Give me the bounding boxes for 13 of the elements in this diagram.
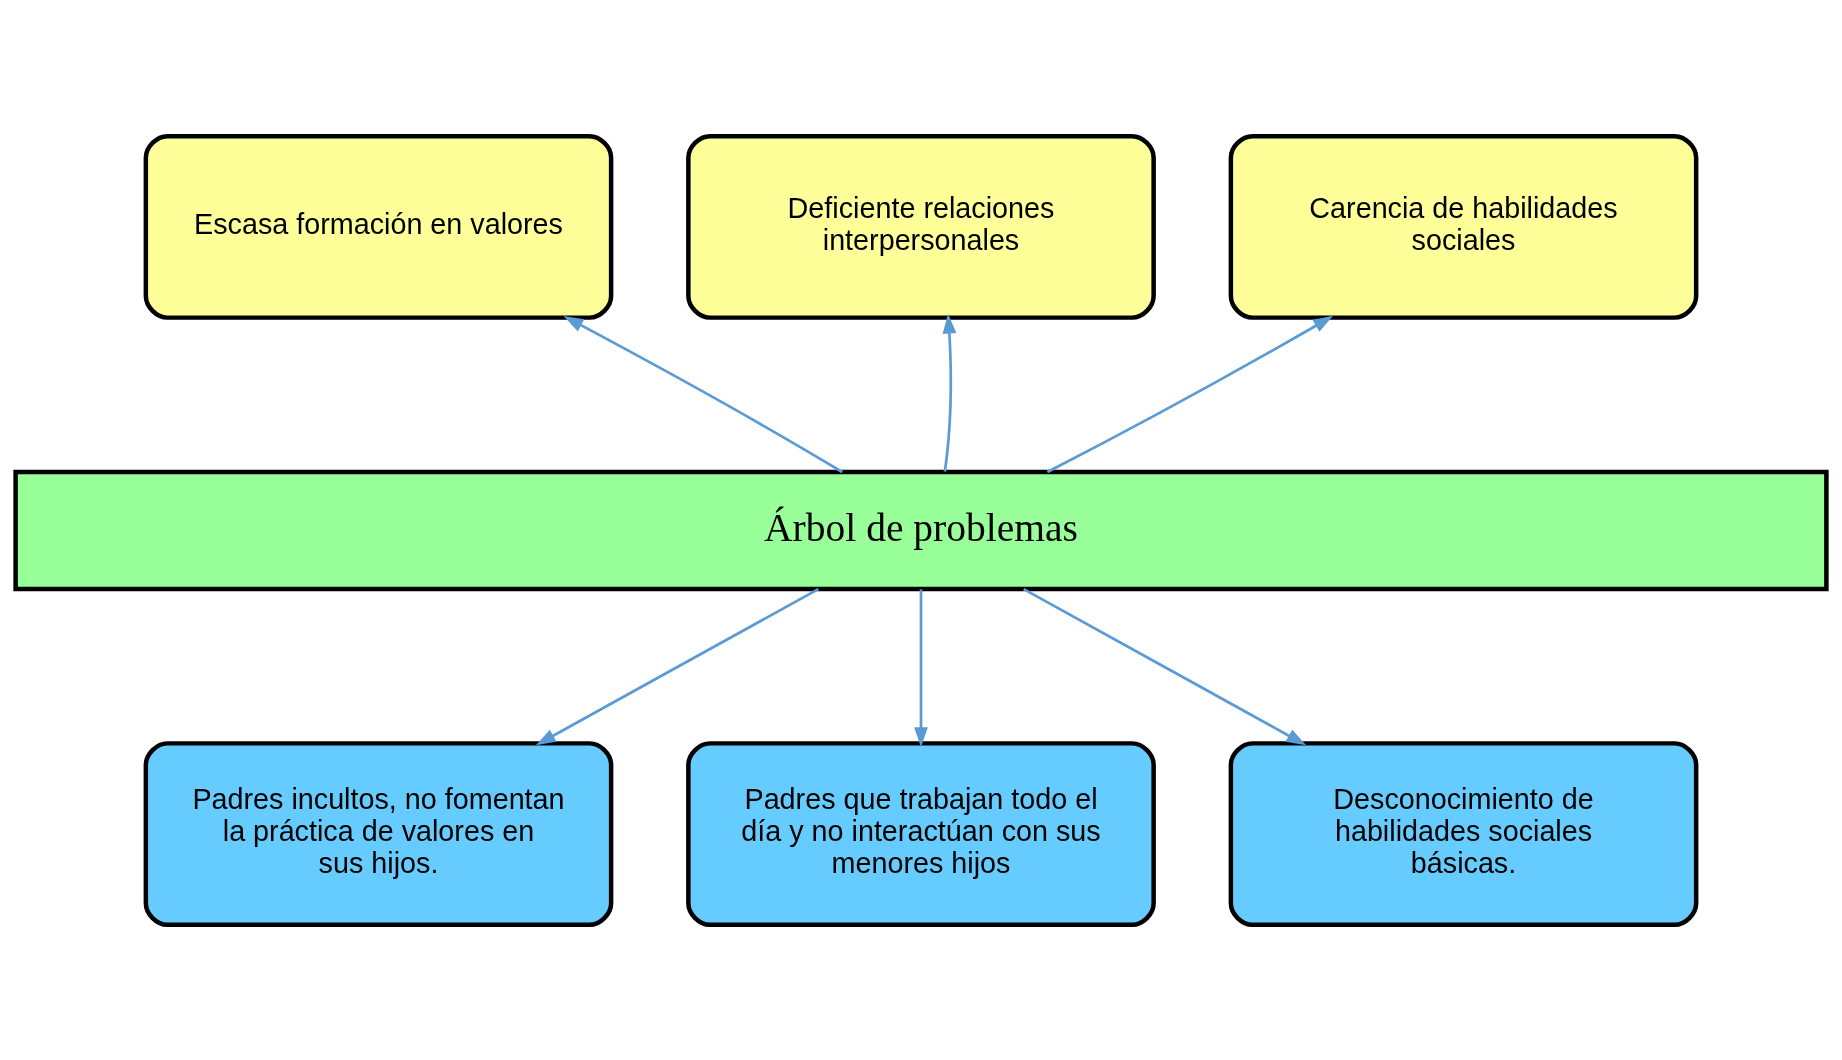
node-box: Padres incultos, no fomentan la práctica de valores en sus hijos. — [143, 740, 614, 927]
arrow — [914, 588, 928, 747]
arrow — [535, 587, 819, 745]
arrow — [942, 313, 957, 472]
node-box: Deficiente relaciones interpersonales — [686, 133, 1156, 320]
node-box: Escasa formación en valores — [143, 133, 614, 320]
arrow — [1023, 587, 1307, 745]
node-box: Carencia de habilidades sociales — [1228, 133, 1699, 320]
node-box: Árbol de problemas — [13, 469, 1829, 591]
node-box: Padres que trabajan todo el día y no interactúan con sus menores hijos — [686, 740, 1156, 927]
node-box: Desconocimiento de habilidades sociales básicas. — [1228, 740, 1699, 927]
arrow — [563, 315, 843, 473]
arrow — [1046, 315, 1334, 473]
